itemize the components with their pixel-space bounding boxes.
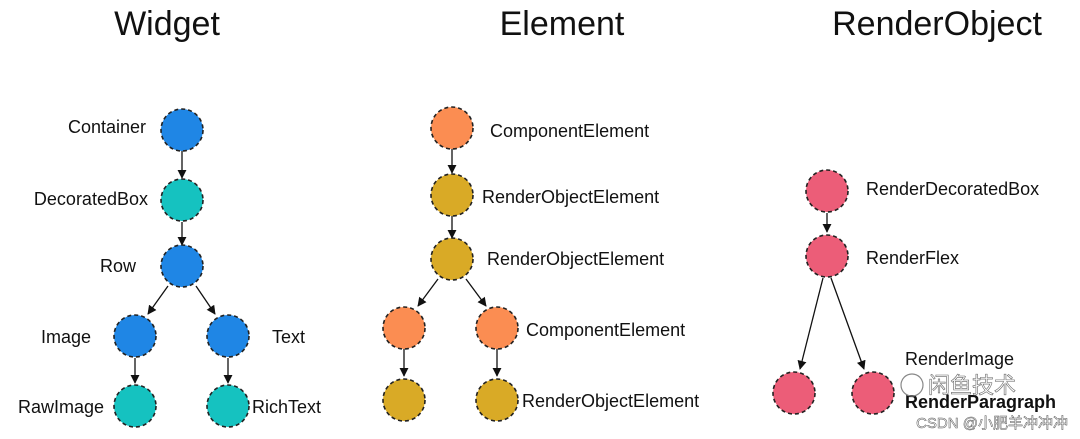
node-renderobjectelement-1: [430, 173, 474, 217]
node-renderobjectelement-2: [430, 237, 474, 281]
label-renderimage: RenderImage: [905, 349, 1014, 369]
label-renderobjectelement-right-leaf: RenderObjectElement: [522, 391, 699, 411]
label-row: Row: [100, 256, 137, 276]
watermark-logo-icon: [900, 373, 924, 397]
watermark-csdn-text: CSDN @小肥羊冲冲冲: [916, 415, 1068, 432]
edge-row-image: [147, 285, 169, 315]
node-renderparagraph: [851, 371, 895, 415]
widget-tree-edges: [130, 151, 233, 384]
element-tree-edges: [399, 149, 502, 377]
node-renderobjectelement-left-leaf: [382, 378, 426, 422]
node-componentelement-root: [430, 106, 474, 150]
node-componentelement-right: [475, 306, 519, 350]
label-image: Image: [41, 327, 91, 347]
node-row: [160, 244, 204, 288]
label-renderobjectelement-1: RenderObjectElement: [482, 187, 659, 207]
renderobject-tree-edges: [797, 213, 866, 370]
node-richtext: [206, 384, 250, 428]
edge-renderobject-left-child: [417, 278, 439, 307]
edge-flex-image: [797, 277, 824, 370]
node-container: [160, 108, 204, 152]
label-componentelement-root: ComponentElement: [490, 121, 649, 141]
renderobject-column-title: RenderObject: [832, 5, 1042, 43]
node-renderdecoratedbox: [805, 169, 849, 213]
widget-tree-nodes: [113, 108, 250, 428]
edge-row-text: [195, 285, 216, 315]
label-richtext: RichText: [252, 397, 321, 417]
element-tree-nodes: [382, 106, 519, 422]
label-text: Text: [272, 327, 305, 347]
node-renderflex: [805, 234, 849, 278]
label-renderdecoratedbox: RenderDecoratedBox: [866, 179, 1039, 199]
node-renderimage: [772, 371, 816, 415]
label-renderparagraph: RenderParagraph: [905, 392, 1056, 412]
watermark-brand-text: 闲鱼技术: [928, 373, 1016, 398]
widget-column-title: Widget: [114, 5, 220, 43]
label-rawimage: RawImage: [18, 397, 104, 417]
watermark: 闲鱼技术 CSDN @小肥羊冲冲冲: [900, 373, 1068, 432]
node-renderobjectelement-right-leaf: [475, 378, 519, 422]
node-componentelement-left: [382, 306, 426, 350]
label-componentelement-right: ComponentElement: [526, 320, 685, 340]
node-text: [206, 314, 250, 358]
node-image: [113, 314, 157, 358]
label-renderflex: RenderFlex: [866, 248, 959, 268]
node-rawimage: [113, 384, 157, 428]
edge-renderobject-right-child: [465, 278, 487, 307]
label-decoratedbox: DecoratedBox: [34, 189, 148, 209]
node-decoratedbox: [160, 178, 204, 222]
edge-flex-paragraph: [830, 277, 866, 370]
renderobject-tree-nodes: [772, 169, 895, 415]
label-container: Container: [68, 117, 146, 137]
label-renderobjectelement-2: RenderObjectElement: [487, 249, 664, 269]
element-column-title: Element: [500, 5, 625, 43]
